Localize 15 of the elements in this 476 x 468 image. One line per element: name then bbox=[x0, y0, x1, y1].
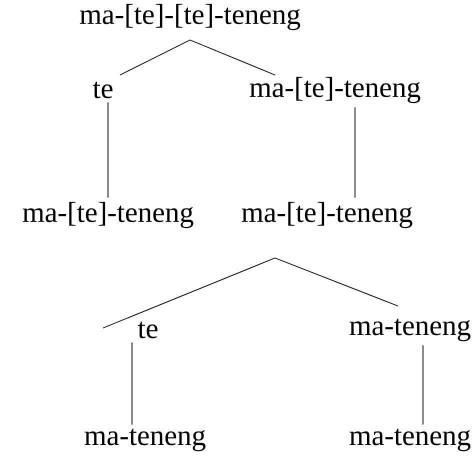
tree-branch bbox=[102, 258, 276, 328]
word-label: ma-teneng bbox=[350, 318, 470, 342]
word-label: te bbox=[92, 82, 112, 98]
tree-branch bbox=[422, 344, 424, 425]
tree-branch bbox=[274, 258, 398, 306]
word-label: ma-[te]-teneng bbox=[22, 202, 194, 228]
tree-branch bbox=[120, 40, 190, 76]
word-label: ma-teneng bbox=[350, 428, 470, 452]
tree-branch bbox=[354, 106, 356, 198]
word-label: ma-[te]-[te]-teneng bbox=[80, 4, 300, 30]
word-label: te bbox=[138, 322, 158, 338]
word-label: ma-[te]-teneng bbox=[250, 76, 420, 104]
word-label: ma-[te]-teneng bbox=[242, 202, 412, 228]
word-label: ma-teneng bbox=[84, 428, 206, 452]
tree-branch bbox=[190, 40, 276, 76]
